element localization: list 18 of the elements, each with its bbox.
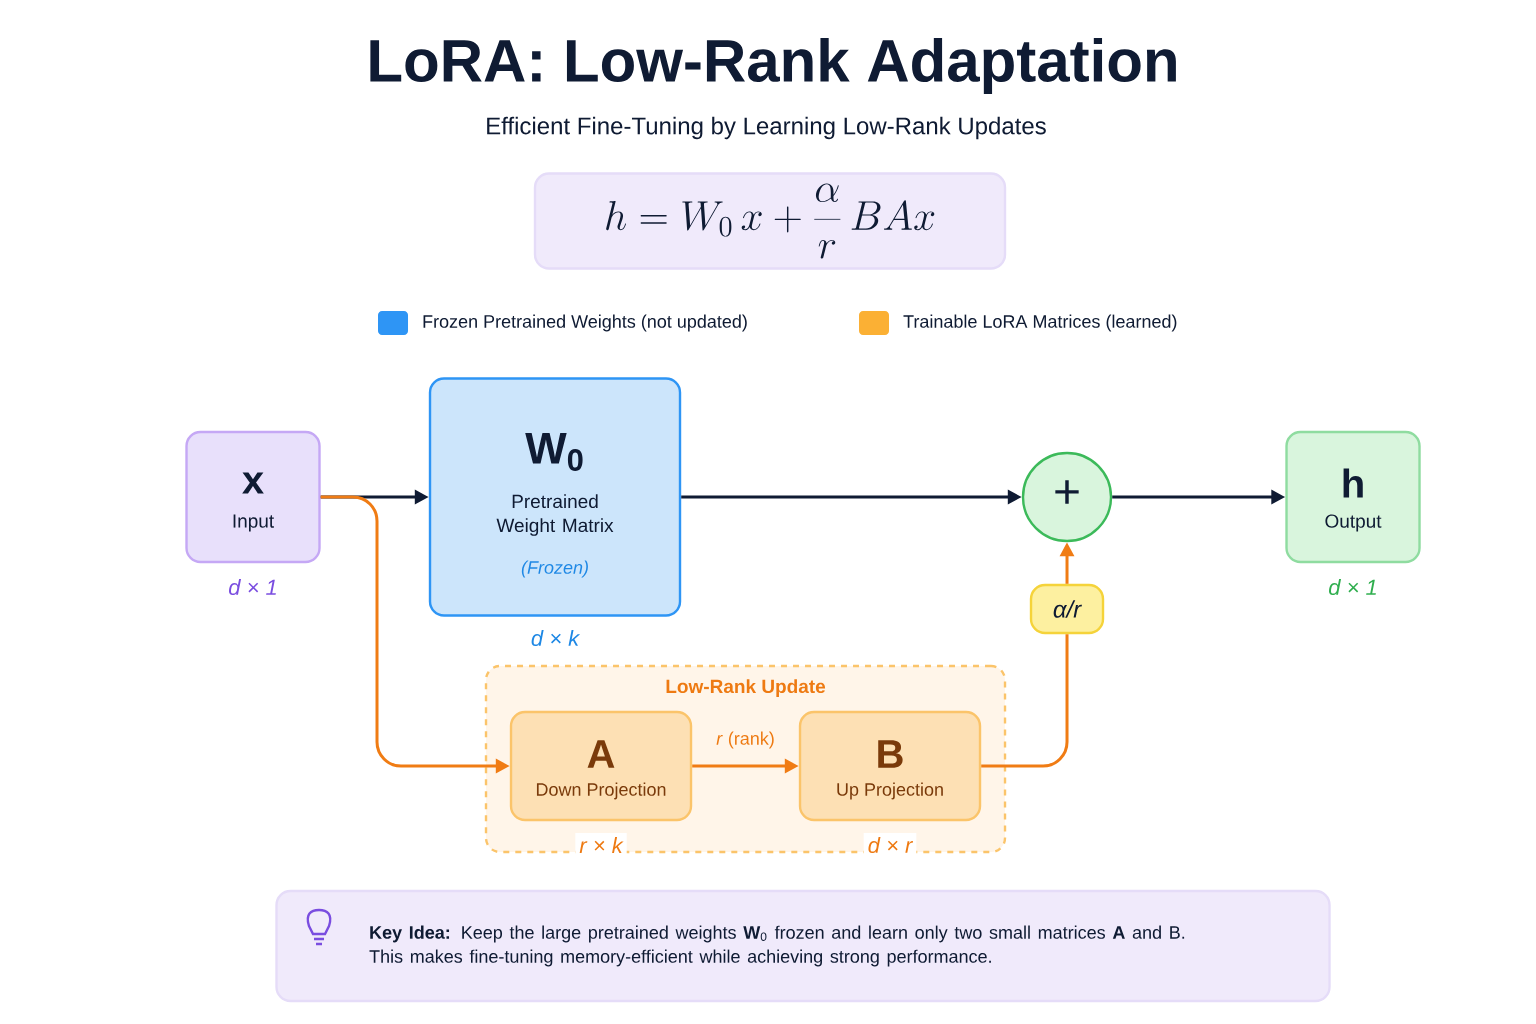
output-box: h Output d × 1 bbox=[1285, 430, 1421, 600]
matrix-box: A Down Projection r × k bbox=[509, 710, 693, 857]
matrix-box: B Up Projection d × r bbox=[798, 710, 982, 858]
legend-text: Frozen Pretrained Weights (not updated) bbox=[423, 314, 747, 332]
node-label: d × r bbox=[868, 836, 914, 854]
matrix-box: W$_{0}$ Pretrained Weight Matrix (Frozen) d × k bbox=[428, 377, 682, 651]
node-label: d × k bbox=[531, 629, 581, 647]
legend-text: Trainable LoRA Matrices (learned) bbox=[903, 314, 1177, 332]
formula-box: $h = W_{0}\,x + \frac{\alpha}{r}\,BAx$ bbox=[533, 172, 1007, 270]
subtitle: Efficient Fine-Tuning by Learning Low-Rank Updates bbox=[487, 116, 1046, 140]
input-box: x Input d × 1 bbox=[185, 430, 321, 600]
node-label: d × 1 bbox=[1329, 578, 1376, 596]
note-box: Key Idea: Keep the large pretrained weights W$_{0}$ frozen and learn only two small matrices A and B. This makes fine-tuning memory-efficient while achieving strong performance. bbox=[275, 889, 1331, 1003]
scale-box: α/r bbox=[1029, 583, 1105, 635]
title: LoRA: Low-Rank Adaptation bbox=[370, 38, 1176, 94]
node-label: r × k bbox=[579, 837, 624, 853]
edge-label: r (rank) bbox=[712, 727, 779, 753]
node-label: d × 1 bbox=[228, 578, 276, 596]
